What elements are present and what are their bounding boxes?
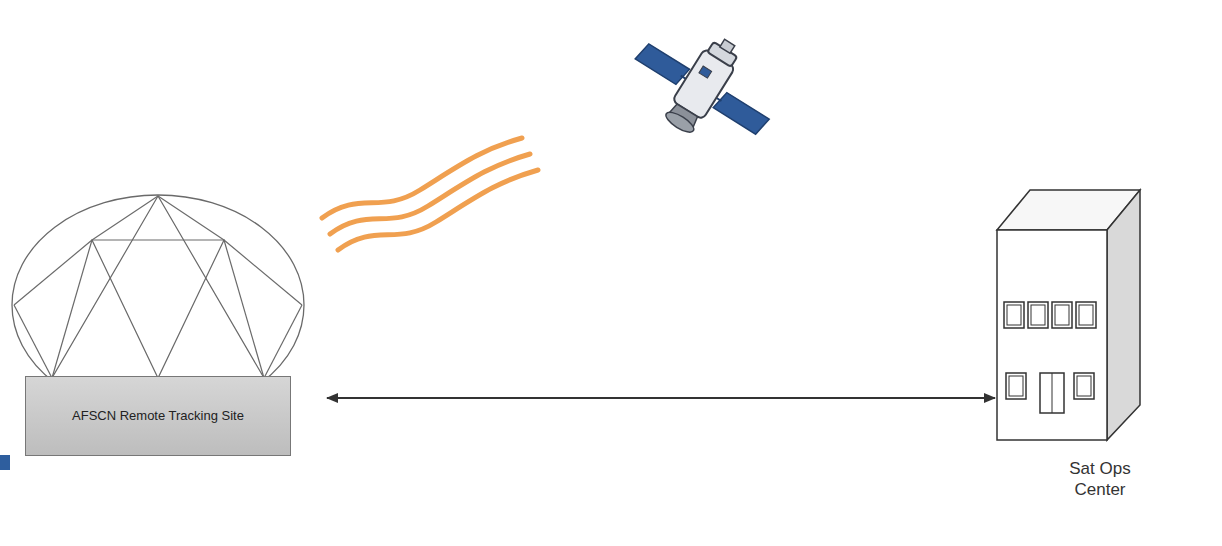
satellite	[616, 5, 792, 167]
link-arrow	[327, 397, 995, 399]
slide-marker	[0, 455, 10, 470]
ops-center-building: Sat Ops Center	[990, 190, 1150, 530]
tracking-site-box: AFSCN Remote Tracking Site	[25, 376, 291, 456]
building	[997, 190, 1140, 440]
building-label: Sat Ops Center	[1055, 458, 1145, 501]
site-label: AFSCN Remote Tracking Site	[68, 408, 248, 424]
radio-waves	[322, 138, 538, 250]
